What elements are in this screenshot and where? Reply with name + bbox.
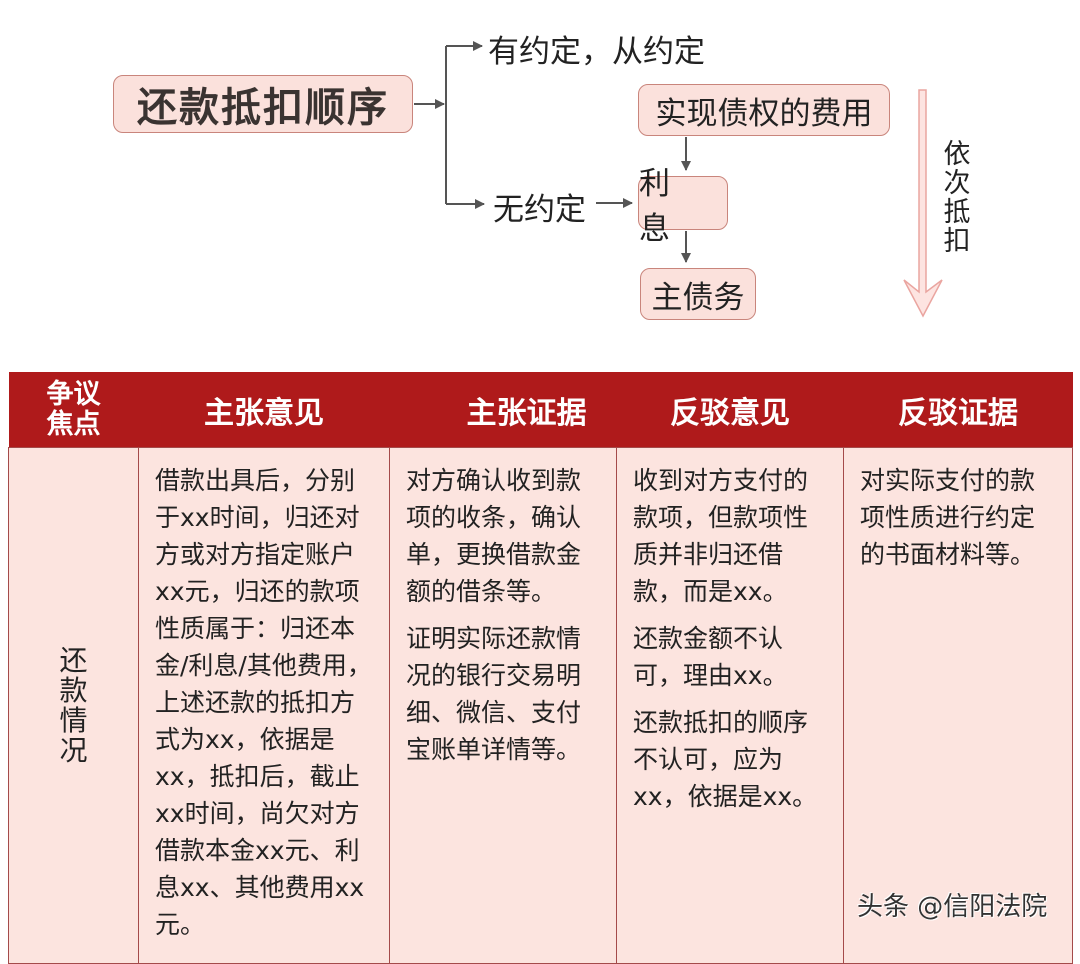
node-principal: 主债务	[640, 268, 756, 320]
connector-arrows	[414, 41, 943, 318]
header-rebuttal-evidence: 反驳证据	[843, 372, 1073, 448]
branch-agreed-label: 有约定，从约定	[488, 34, 705, 70]
header-claim-evidence: 主张证据	[389, 372, 617, 448]
node-interest: 利 息	[638, 166, 728, 247]
claim-evidence-text-2: 证明实际还款情况的银行交易明细、微信、支付宝账单详情等。	[406, 624, 582, 764]
cell-claim-opinion: 借款出具后，分别于xx时间，归还对方或对方指定账户xx元，归还的款项性质属于：归…	[138, 447, 390, 964]
cell-rebuttal-evidence: 对实际支付的款项性质进行约定的书面材料等。	[843, 447, 1073, 964]
table-row: 还款情况 借款出具后，分别于xx时间，归还对方或对方指定账户xx元，归还的款项性…	[8, 447, 1073, 964]
rebuttal-opinion-text-3: 还款抵扣的顺序不认可，应为xx，依据是xx。	[633, 708, 818, 811]
topic-label: 还款情况	[59, 643, 88, 767]
order-label: 依次抵扣	[943, 139, 971, 257]
dispute-table: 争议焦点 主张意见 主张证据 反驳意见 反驳证据 还款情况 借款出具后，分别于x…	[8, 372, 1073, 964]
header-rebuttal-opinion: 反驳意见	[616, 372, 844, 448]
rebuttal-opinion-text-2: 还款金额不认可，理由xx。	[633, 624, 788, 690]
header-claim-opinion: 主张意见	[138, 372, 390, 448]
header-dispute-focus: 争议焦点	[8, 372, 139, 448]
cell-claim-evidence: 对方确认收到款项的收条，确认单，更换借款金额的借条等。 证明实际还款情况的银行交…	[389, 447, 617, 964]
order-down-arrow-icon	[903, 89, 943, 318]
claim-evidence-text-1: 对方确认收到款项的收条，确认单，更换借款金额的借条等。	[406, 466, 582, 606]
cell-rebuttal-opinion: 收到对方支付的款项，但款项性质并非归还借款，而是xx。 还款金额不认可，理由xx…	[616, 447, 844, 964]
branch-no-agreement-label: 无约定	[493, 192, 586, 228]
rebuttal-opinion-text-1: 收到对方支付的款项，但款项性质并非归还借款，而是xx。	[633, 466, 809, 606]
node-principal-label: 主债务	[651, 279, 745, 316]
node-interest-label: 利 息	[639, 166, 676, 247]
node-creditor-costs-label: 实现债权的费用	[655, 95, 873, 132]
root-node: 还款抵扣顺序	[113, 75, 413, 133]
claim-opinion-text: 借款出具后，分别于xx时间，归还对方或对方指定账户xx元，归还的款项性质属于：归…	[155, 466, 372, 939]
watermark: 头条 @信阳法院	[857, 892, 1048, 922]
table-header-row: 争议焦点 主张意见 主张证据 反驳意见 反驳证据	[8, 372, 1073, 448]
rebuttal-evidence-text: 对实际支付的款项性质进行约定的书面材料等。	[860, 466, 1036, 569]
root-node-label: 还款抵扣顺序	[137, 84, 389, 131]
node-creditor-costs: 实现债权的费用	[638, 84, 890, 136]
cell-topic: 还款情况	[8, 447, 139, 964]
